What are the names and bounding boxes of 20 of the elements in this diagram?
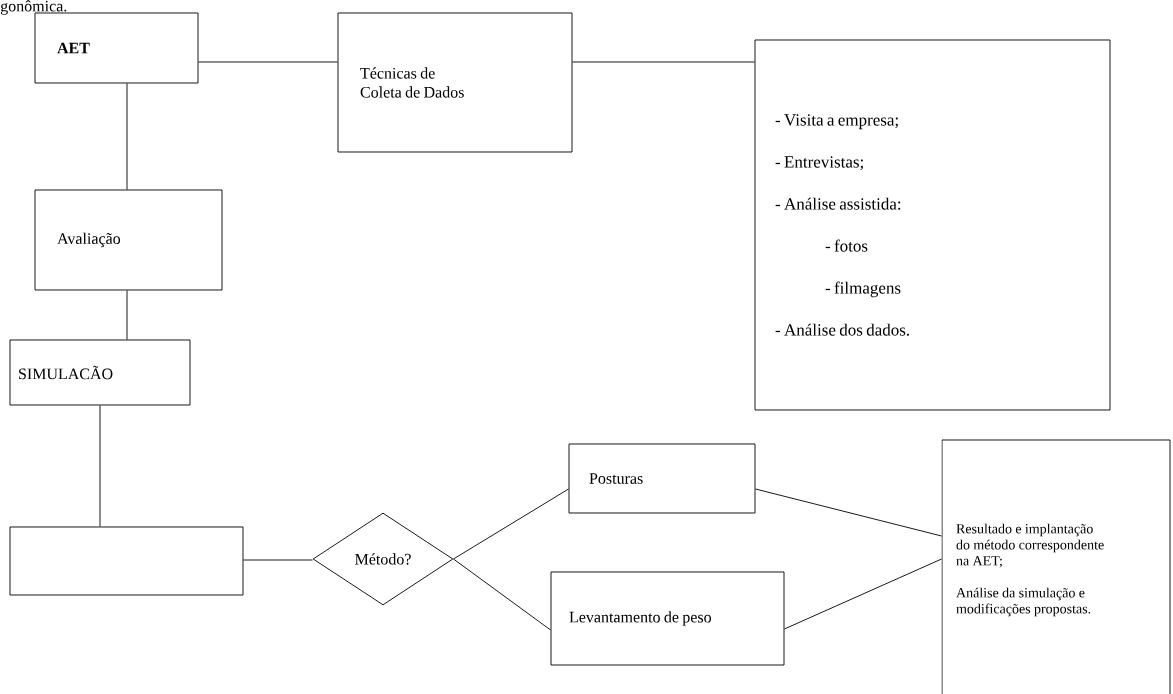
connector-line <box>198 61 338 63</box>
connector-line <box>572 61 755 63</box>
process-box <box>9 526 244 596</box>
process-box: Posturas <box>568 443 756 514</box>
process-box: Levantamento de peso <box>550 571 785 666</box>
heading-fragment: gonômica. <box>0 0 67 15</box>
process-box: SIMULACÃO <box>9 339 191 406</box>
connector-line <box>99 405 101 527</box>
list-box: - Visita a empresa; - Entrevistas; - Análise assistida: - fotos - filmagens - Análise dos dados. <box>754 39 1111 411</box>
connector-line <box>453 488 569 560</box>
connector-line <box>126 83 128 190</box>
connector-line <box>126 290 128 340</box>
result-box: Resultado e implantação do método correspondente na AET; Análise da simulação e modificações propostas. <box>941 439 1171 694</box>
connector-line <box>243 559 313 561</box>
process-box: AET <box>34 12 199 84</box>
connector-line <box>453 558 551 631</box>
connector-line <box>755 488 942 537</box>
process-box: Avaliação <box>34 189 223 291</box>
connector-line <box>784 558 942 630</box>
process-box: Técnicas de Coleta de Dados <box>337 12 573 153</box>
